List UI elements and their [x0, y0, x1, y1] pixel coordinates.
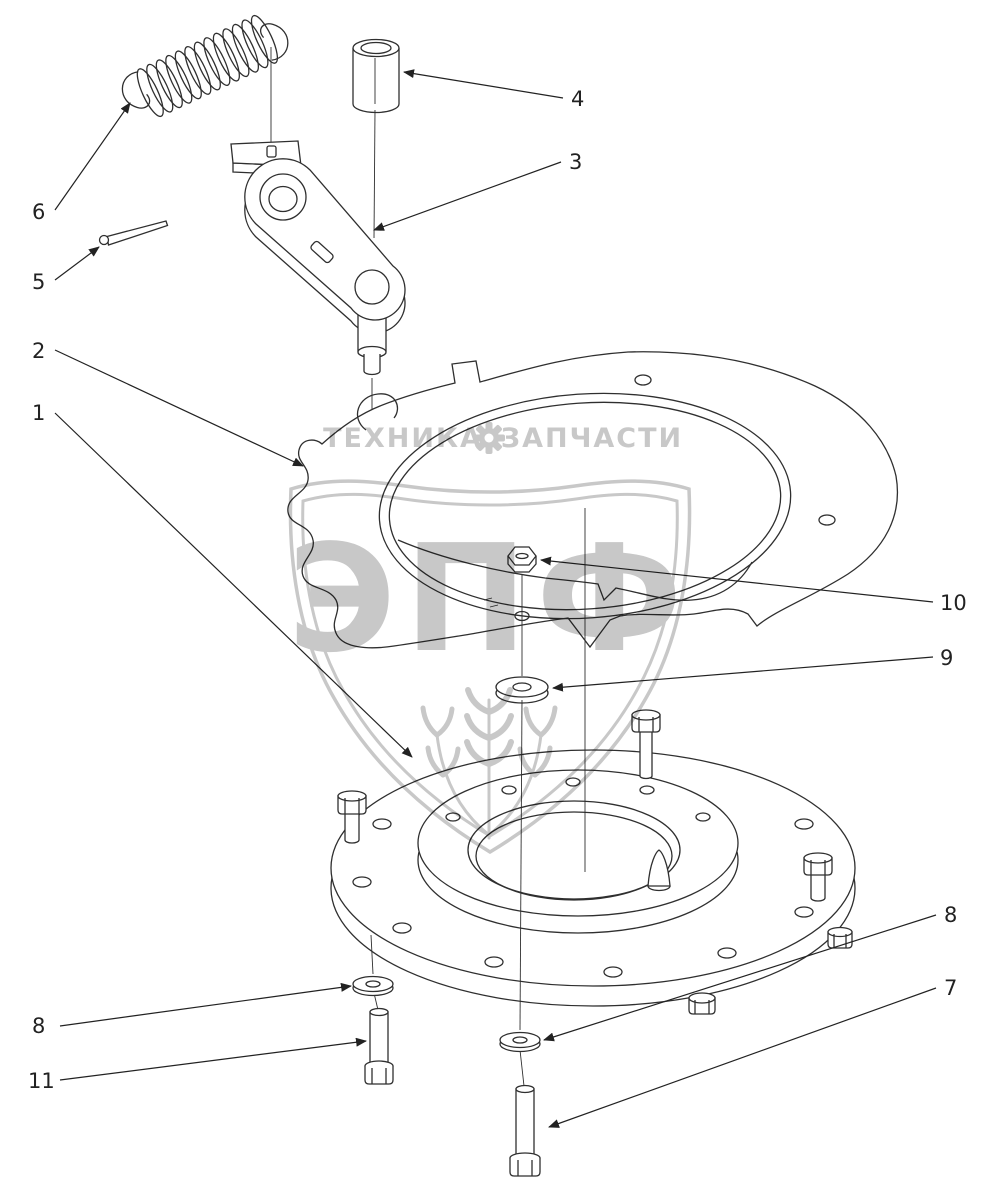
leader-2 — [54, 349, 304, 467]
leader-8-left — [59, 982, 352, 1027]
leader-4 — [403, 69, 564, 99]
flange-nut-right — [827, 926, 853, 949]
callout-11: 11 — [28, 1069, 55, 1093]
part-nut — [507, 546, 537, 573]
callout-4: 4 — [571, 87, 584, 111]
watermark: ТЕХНИКА ЗАПЧАСТИ ЭПФ — [287, 422, 692, 855]
part-washer-8-left — [352, 975, 394, 997]
leader-1 — [54, 412, 413, 758]
part-cover-plate — [287, 351, 899, 649]
leader-lines — [54, 69, 937, 1128]
leader-11 — [59, 1037, 367, 1081]
leader-6 — [54, 102, 131, 211]
leader-8-right — [543, 914, 937, 1042]
flange-bolt-right — [803, 852, 833, 902]
leader-7 — [548, 987, 937, 1128]
part-bushing — [352, 38, 400, 239]
part-cam-edge — [397, 539, 753, 602]
callout-2: 2 — [32, 339, 45, 363]
watermark-brand-right: ЗАПЧАСТИ — [501, 423, 683, 454]
callout-5: 5 — [32, 270, 45, 294]
leader-3 — [373, 161, 562, 231]
part-cotter-pin — [98, 220, 169, 246]
callout-7: 7 — [944, 976, 957, 1000]
part-flange — [330, 709, 856, 1015]
watermark-shield-letters: ЭПФ — [287, 513, 690, 685]
callout-8-right: 8 — [944, 903, 957, 927]
callout-1: 1 — [32, 401, 45, 425]
callout-10: 10 — [940, 591, 967, 615]
callout-3: 3 — [569, 150, 582, 174]
callout-9: 9 — [940, 646, 953, 670]
watermark-brand-left: ТЕХНИКА — [323, 423, 483, 454]
callout-labels: 6 5 4 3 2 1 10 9 8 7 8 11 — [28, 87, 967, 1093]
wheat-emblem — [420, 687, 558, 840]
leader-9 — [552, 656, 934, 692]
part-bolt-11 — [364, 1007, 394, 1085]
part-bolt-7 — [509, 1084, 541, 1177]
leader-5 — [54, 246, 100, 281]
flange-bolt-top — [631, 709, 661, 780]
part-spring — [121, 14, 289, 146]
leader-10 — [540, 556, 934, 603]
callout-6: 6 — [32, 200, 45, 224]
gear-icon — [473, 422, 505, 454]
part-washer-8-right — [499, 1031, 541, 1053]
part-lever — [230, 140, 406, 418]
flange-nut-bottom — [688, 992, 716, 1015]
watermark-shield: ЭПФ — [287, 479, 692, 855]
flange-bolt-left — [337, 790, 367, 844]
callout-8-left: 8 — [32, 1014, 45, 1038]
